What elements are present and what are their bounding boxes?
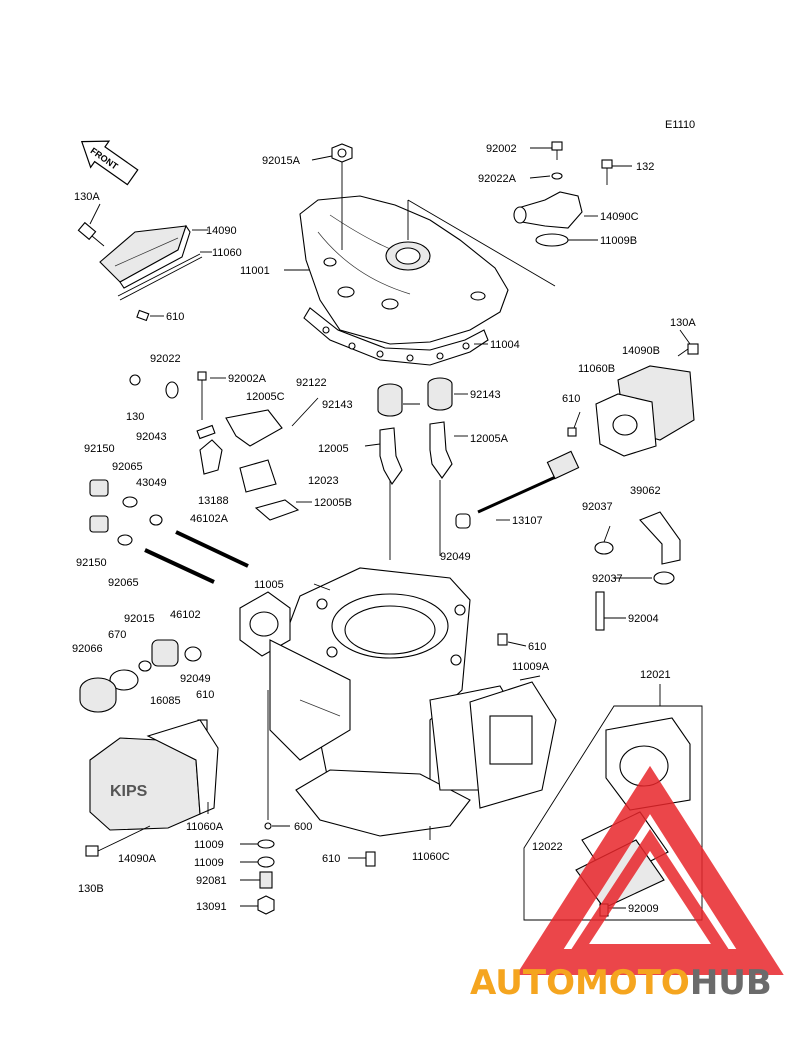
part-label: 92049 (180, 673, 211, 685)
dowel-pin-610-part (136, 309, 150, 322)
part-label: 130A (74, 191, 100, 203)
side-cover-14090a-part: KIPS (85, 719, 219, 857)
part-label: 92143 (322, 399, 353, 411)
bolt-130a-right-part (677, 343, 699, 357)
cylinder-base-gasket-part (295, 769, 471, 837)
part-label: 610 (322, 853, 340, 865)
part-label: 39062 (630, 485, 661, 497)
part-label: 11001 (240, 265, 270, 277)
part-label: 610 (528, 641, 546, 653)
part-label: 13107 (512, 515, 543, 527)
part-label: 92015 (124, 613, 155, 625)
part-label: 92081 (196, 875, 227, 887)
washer-92022a-part (551, 172, 563, 180)
water-hose-39062-part (594, 511, 681, 631)
part-label: 11009B (600, 235, 637, 247)
part-label: 92049 (440, 551, 471, 563)
intake-gaskets-part (429, 681, 557, 809)
part-label: 130B (78, 883, 104, 895)
cylinder-head-part (299, 195, 509, 345)
part-label: 14090A (118, 853, 157, 865)
water-outlet-14090c-part (513, 191, 583, 247)
cylinder-head-gasket-part (303, 307, 489, 366)
part-label: 610 (196, 689, 214, 701)
part-label: 13091 (196, 901, 227, 913)
part-label: 92066 (72, 643, 103, 655)
part-label: 11004 (490, 339, 520, 351)
part-label: 132 (636, 161, 654, 173)
part-label: 130A (670, 317, 696, 329)
part-labels: E1110 92015A 92002 92022A 132 130A 14090… (72, 119, 696, 915)
part-label: 12022 (532, 841, 563, 853)
part-label: 46102A (190, 513, 229, 525)
part-label: 14090 (206, 225, 237, 237)
part-label: 92022A (478, 173, 517, 185)
part-label: 600 (294, 821, 312, 833)
part-label: 12005 (318, 443, 349, 455)
part-label: 610 (562, 393, 580, 405)
part-label: 12005C (246, 391, 285, 403)
front-arrow-icon: FRONT (80, 140, 139, 186)
part-label: 92022 (150, 353, 181, 365)
part-label: 13188 (198, 495, 229, 507)
head-nut-92015a-part (331, 143, 353, 163)
left-small-parts (79, 479, 249, 733)
part-label: 92122 (296, 377, 327, 389)
cover-marking: KIPS (110, 783, 148, 800)
part-label: 11009 (194, 857, 224, 869)
valve-shaft-13107-part (455, 450, 580, 529)
bottom-small-parts (257, 822, 376, 915)
part-label: 92037 (592, 573, 623, 585)
part-label: 11060C (412, 851, 450, 863)
exhaust-valve-parts (129, 371, 453, 521)
part-label: 14090C (600, 211, 639, 223)
part-label: 11009A (512, 661, 550, 673)
dowel-pin-610-b-part (567, 427, 577, 437)
part-label: 11060 (212, 247, 242, 259)
part-label: 92002A (228, 373, 267, 385)
part-label: 92065 (108, 577, 139, 589)
part-label: 92150 (84, 443, 115, 455)
part-label: 46102 (170, 609, 201, 621)
bolt-92002-part (551, 141, 563, 160)
part-label: 610 (166, 311, 184, 323)
part-label: 14090B (622, 345, 660, 357)
part-label: 12005B (314, 497, 352, 509)
bolt-132-part (601, 159, 613, 185)
part-label: 92009 (628, 903, 659, 915)
cylinder-11005-part (239, 567, 471, 813)
diagram-code: E1110 (665, 119, 695, 131)
part-label: 16085 (150, 695, 181, 707)
part-label: 670 (108, 629, 126, 641)
part-label: 130 (126, 411, 144, 423)
part-label: 11060A (186, 821, 224, 833)
part-label: 92037 (582, 501, 613, 513)
part-label: 11009 (194, 839, 224, 851)
part-label: 92004 (628, 613, 659, 625)
part-label: 11060B (578, 363, 615, 375)
part-label: 12021 (640, 669, 671, 681)
part-label: 92150 (76, 557, 107, 569)
part-label: 12005A (470, 433, 509, 445)
leader-lines (89, 147, 691, 909)
part-label: 92002 (486, 143, 517, 155)
part-label: 92015A (262, 155, 301, 167)
part-label: 12023 (308, 475, 339, 487)
part-label: 11005 (254, 579, 284, 591)
part-label: 92143 (470, 389, 501, 401)
bolt-130a-left-part (77, 221, 105, 247)
dowel-pin-610-c-part (497, 633, 508, 646)
reed-valve-cover-part (99, 224, 203, 301)
part-label: 43049 (136, 477, 167, 489)
exhaust-valve-housing-part (595, 365, 695, 457)
part-label: 92043 (136, 431, 167, 443)
part-label: 92065 (112, 461, 143, 473)
